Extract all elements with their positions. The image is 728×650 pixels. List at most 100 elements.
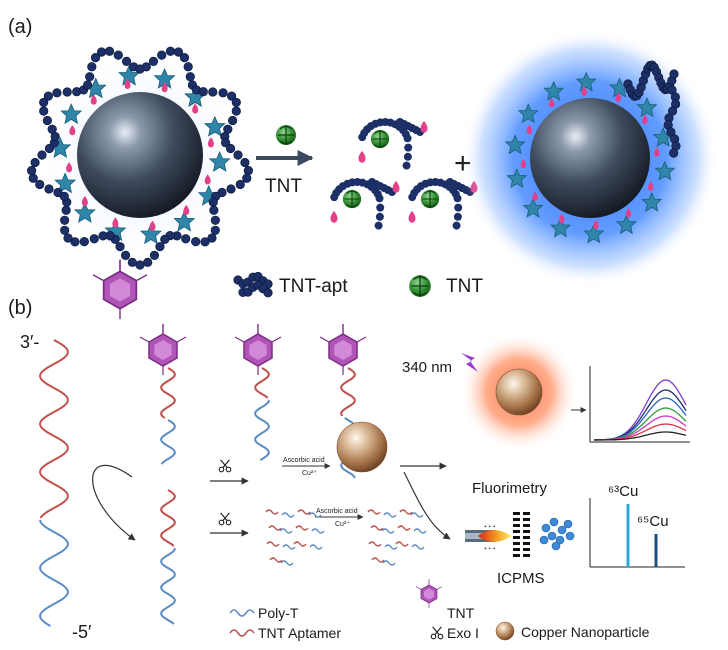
isotope-63: ⁶³Cu bbox=[608, 483, 638, 500]
aptamer-bead bbox=[375, 194, 384, 203]
aptamer-bead bbox=[228, 115, 238, 126]
dna-fragment bbox=[280, 560, 294, 566]
aptamer-bead bbox=[39, 97, 49, 108]
panel-b-label: (b) bbox=[8, 297, 32, 319]
aptamer-tnt-complex bbox=[358, 118, 428, 170]
legend-poly-t: Poly-T bbox=[258, 605, 299, 621]
legend-cunp: Copper Nanoparticle bbox=[521, 624, 650, 640]
dna-fragment bbox=[309, 544, 323, 550]
aptamer-bead bbox=[179, 53, 190, 63]
aptamer-bead bbox=[143, 257, 153, 267]
aptamer-bead bbox=[404, 143, 413, 152]
dna-strands bbox=[38, 339, 356, 627]
dna-fragment bbox=[293, 541, 307, 547]
aptamer-bead bbox=[165, 46, 176, 56]
aptamer-bead bbox=[127, 257, 137, 267]
fluorescence-spectra bbox=[589, 366, 690, 443]
aptamer-bead bbox=[141, 62, 151, 72]
ion-beam bbox=[539, 517, 575, 551]
dye-icon bbox=[420, 120, 428, 133]
aptamer-bead bbox=[226, 184, 236, 194]
reduction-step-bottom: Ascorbic acid Cu²⁺ bbox=[315, 508, 364, 528]
reaction-arrow: TNT bbox=[256, 124, 314, 197]
aptamer-bead bbox=[208, 87, 218, 97]
aptamer-bead bbox=[52, 88, 62, 98]
dna-fragment bbox=[384, 544, 398, 550]
aptamer-bead bbox=[402, 161, 411, 170]
dna-fragment bbox=[367, 509, 381, 515]
dna-fragment bbox=[395, 541, 409, 547]
cleaved-fragments-2 bbox=[367, 509, 427, 566]
aptamer-bead bbox=[209, 205, 219, 215]
aptamer-bead bbox=[121, 56, 132, 66]
dye-icon bbox=[330, 210, 338, 223]
aptamer-bead bbox=[263, 288, 273, 298]
aptamer-bead bbox=[104, 46, 115, 56]
svg-text:+ + +: + + + bbox=[484, 546, 496, 552]
tnt-legend-icon bbox=[408, 274, 432, 298]
tnt-molecule-bound-2 bbox=[234, 323, 282, 376]
tnt-molecule-bound-3 bbox=[319, 323, 367, 376]
aptamer-bead bbox=[60, 215, 70, 225]
aptamer-strand-1 bbox=[160, 367, 176, 465]
aptamer-bead bbox=[200, 237, 210, 247]
aptamer-bead bbox=[191, 237, 201, 247]
ion-particle bbox=[551, 541, 561, 551]
dna-fragment bbox=[368, 541, 382, 547]
fluorimetry-label: Fluorimetry bbox=[472, 480, 548, 497]
dna-fragment bbox=[371, 557, 385, 563]
curved-arrow bbox=[92, 464, 136, 541]
aptamer-tnt-complex bbox=[408, 178, 478, 230]
aptamer-bead bbox=[90, 53, 101, 63]
dna-fragment bbox=[308, 512, 322, 518]
aptamer-bead bbox=[53, 187, 63, 198]
legend-b: Poly-T TNT Aptamer TNT Exo I Copper Nano… bbox=[229, 578, 650, 641]
aptamer-bead bbox=[27, 165, 37, 176]
aptamer-bead bbox=[183, 62, 193, 72]
dna-fragment bbox=[279, 528, 293, 534]
scissors-legend-icon bbox=[430, 626, 444, 640]
aptamer-bead bbox=[70, 237, 80, 247]
dna-fragment bbox=[282, 544, 296, 550]
dna-fragment bbox=[411, 544, 425, 550]
aptamer-bead bbox=[149, 250, 160, 260]
dna-fragment bbox=[410, 512, 424, 518]
aptamer-bead bbox=[42, 115, 52, 126]
dna-fragment bbox=[370, 525, 384, 531]
icpms-module: + + + + + + ICPMS bbox=[465, 512, 575, 587]
icpms-label: ICPMS bbox=[497, 570, 545, 587]
legend-a: TNT-apt TNT bbox=[233, 271, 483, 298]
dna-fragment bbox=[265, 509, 279, 515]
aptamer-bead bbox=[43, 91, 53, 101]
aptamer-bead bbox=[240, 157, 250, 168]
aptamer-bead bbox=[61, 205, 71, 215]
dna-fragment bbox=[268, 525, 282, 531]
sampling-cones bbox=[513, 512, 530, 557]
aptamer-legend-icon bbox=[229, 629, 255, 637]
dna-fragment bbox=[311, 528, 325, 534]
dna-fragment bbox=[397, 525, 411, 531]
aptamer-bead bbox=[30, 157, 40, 168]
excitation-wavelength: 340 nm bbox=[402, 359, 452, 376]
ion-particle bbox=[563, 519, 573, 529]
aptamer-bead bbox=[218, 88, 228, 98]
aptamer-bead bbox=[44, 184, 54, 194]
aptamer-bead bbox=[96, 47, 107, 57]
aptamer-bead bbox=[155, 242, 165, 252]
tnt-icon bbox=[342, 189, 362, 209]
fluorimetry-module: 340 nm Fluorimetry bbox=[402, 332, 579, 497]
aptamer-bead bbox=[376, 203, 385, 212]
copper-nanoparticle-emitting bbox=[495, 368, 543, 416]
aptamer-bead bbox=[225, 143, 236, 154]
dna-fragment bbox=[297, 509, 311, 515]
cu-top: Cu²⁺ bbox=[302, 470, 317, 477]
aptamer-bead bbox=[60, 225, 70, 235]
aptamer-strand-2 bbox=[160, 489, 176, 625]
aptamer-coil-left bbox=[27, 46, 253, 270]
aptamer-bead bbox=[374, 221, 383, 230]
ion-particle bbox=[547, 531, 557, 541]
arrow-label: TNT bbox=[265, 176, 302, 197]
label-3-prime: 3′- bbox=[20, 332, 39, 352]
aptamer-bead bbox=[35, 179, 45, 190]
